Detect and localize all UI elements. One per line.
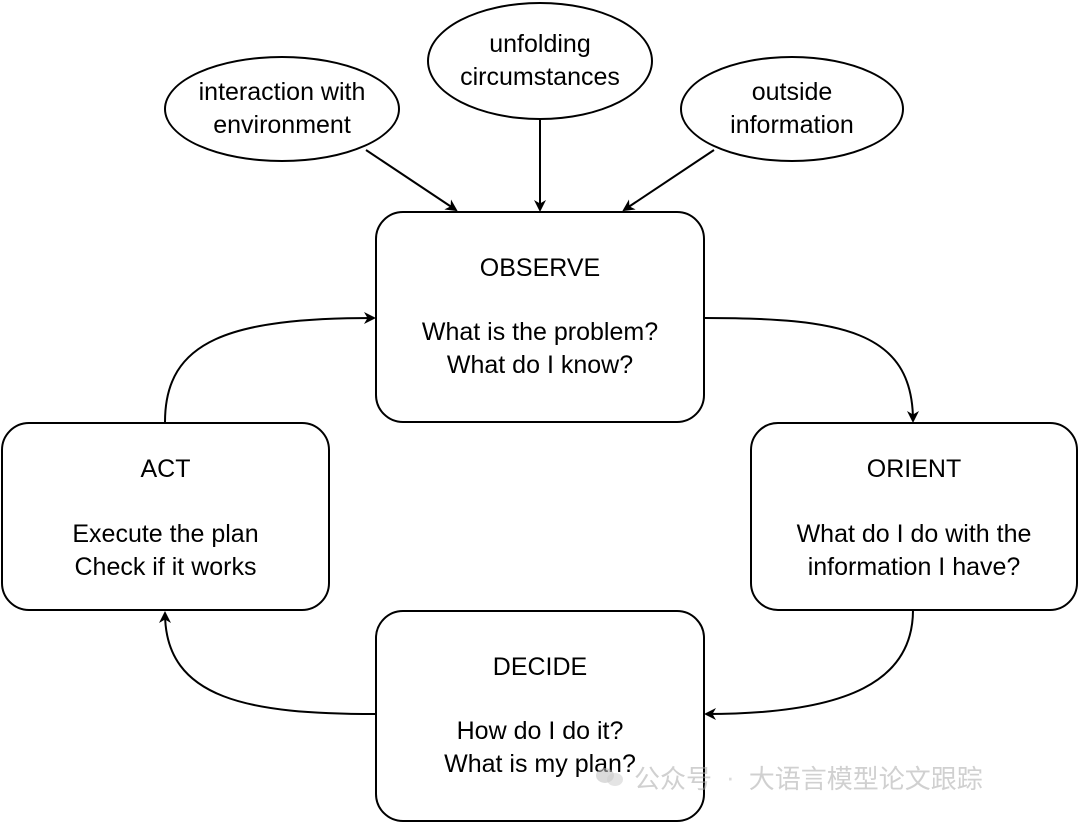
stage-title: ACT: [140, 455, 191, 483]
ellipse-line: circumstances: [460, 63, 620, 91]
stage-title: DECIDE: [492, 653, 588, 681]
ellipse-line: outside: [751, 78, 833, 106]
stage-title: OBSERVE: [479, 254, 601, 282]
input-ellipse-unfolding: unfolding circumstances: [427, 2, 653, 120]
arrow-orient-to-decide: [704, 609, 914, 720]
stage-act: ACT Execute the plan Check if it works: [1, 422, 330, 611]
watermark-separator: ·: [726, 761, 735, 792]
stage-line: What do I do with the: [796, 520, 1032, 548]
ellipse-line: unfolding: [489, 30, 591, 58]
stage-title: ORIENT: [866, 455, 962, 483]
input-ellipse-interaction: interaction with environment: [164, 56, 400, 162]
input-ellipse-outside: outside information: [680, 56, 904, 162]
ellipse-line: environment: [213, 111, 351, 139]
stage-observe: OBSERVE What is the problem? What do I k…: [375, 211, 705, 423]
stage-line: What is the problem?: [421, 318, 659, 346]
watermark-account: 大语言模型论文跟踪: [748, 763, 983, 794]
wechat-logo-icon: [596, 766, 626, 788]
ellipse-line: interaction with: [198, 78, 366, 106]
arrow-observe-to-orient: [703, 317, 919, 423]
stage-orient: ORIENT What do I do with the information…: [750, 422, 1078, 611]
watermark: 公众号 · 大语言模型论文跟踪: [596, 757, 983, 797]
arrow-outside-to-observe: [622, 149, 715, 212]
ellipse-line: information: [730, 111, 854, 139]
watermark-source: 公众号: [634, 763, 713, 794]
stage-line: What do I know?: [446, 351, 634, 379]
arrow-act-to-observe: [164, 312, 376, 423]
stage-line: Check if it works: [74, 553, 257, 581]
stage-decide: DECIDE How do I do it? What is my plan?: [375, 610, 705, 822]
stage-line: Execute the plan: [72, 520, 259, 548]
stage-line: How do I do it?: [456, 717, 624, 745]
arrow-interaction-to-observe: [365, 149, 458, 212]
stage-line: information I have?: [807, 553, 1021, 581]
arrow-decide-to-act: [159, 611, 377, 715]
